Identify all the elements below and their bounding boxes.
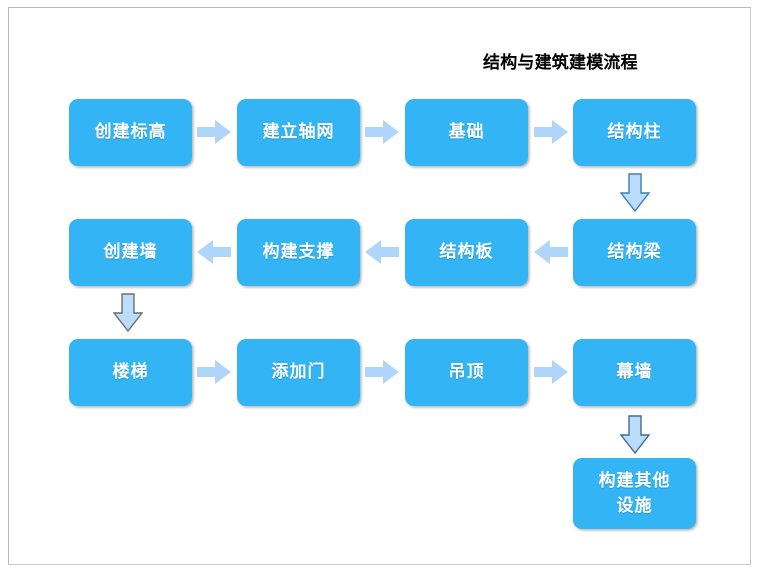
node-create-levels[interactable]: 创建标高 xyxy=(69,99,192,166)
arrow-left-icon xyxy=(534,239,568,265)
page-title: 结构与建筑建模流程 xyxy=(483,53,638,73)
node-stairs[interactable]: 楼梯 xyxy=(69,339,192,406)
arrow-down-icon xyxy=(113,293,143,333)
node-curtain-wall[interactable]: 幕墙 xyxy=(573,339,696,406)
node-create-grid[interactable]: 建立轴网 xyxy=(237,99,360,166)
arrow-right-icon xyxy=(534,359,568,385)
arrow-down-icon xyxy=(620,173,650,213)
node-structural-column[interactable]: 结构柱 xyxy=(573,99,696,166)
node-create-wall[interactable]: 创建墙 xyxy=(69,219,192,286)
node-add-door[interactable]: 添加门 xyxy=(237,339,360,406)
node-build-brace[interactable]: 构建支撑 xyxy=(237,219,360,286)
node-structural-slab[interactable]: 结构板 xyxy=(405,219,528,286)
arrow-right-icon xyxy=(365,119,399,145)
arrow-left-icon xyxy=(197,239,231,265)
arrow-left-icon xyxy=(365,239,399,265)
node-foundation[interactable]: 基础 xyxy=(405,99,528,166)
arrow-right-icon xyxy=(365,359,399,385)
arrow-down-icon xyxy=(620,415,650,455)
arrow-right-icon xyxy=(197,359,231,385)
node-build-other-facilities[interactable]: 构建其他 设施 xyxy=(573,458,696,529)
node-ceiling[interactable]: 吊顶 xyxy=(405,339,528,406)
node-structural-beam[interactable]: 结构梁 xyxy=(573,219,696,286)
arrow-right-icon xyxy=(197,119,231,145)
arrow-right-icon xyxy=(534,119,568,145)
